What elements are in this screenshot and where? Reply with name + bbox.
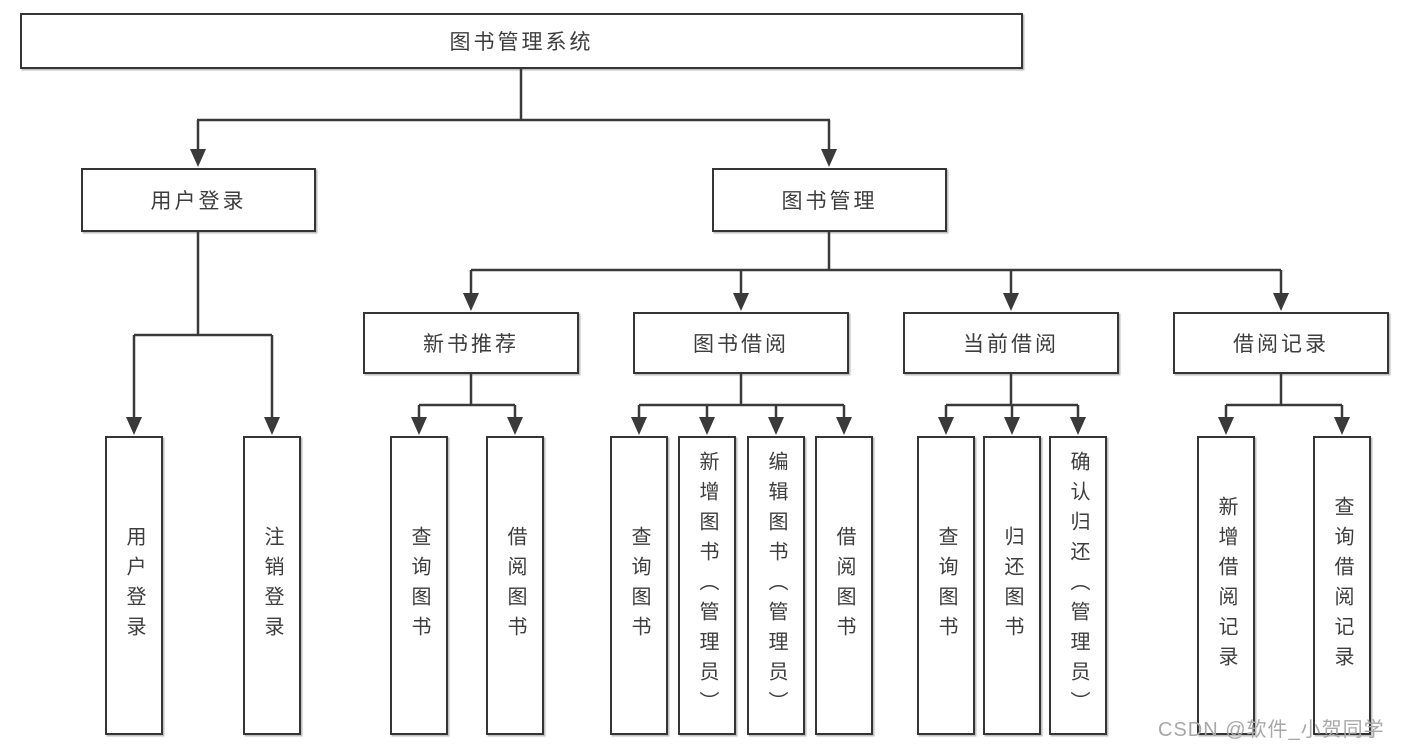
edge-new-books-to-leaves: [417, 374, 517, 418]
csdn-watermark: CSDN @软件_小贺同学: [1158, 719, 1385, 741]
edge-current-borrow-to-leaves: [944, 374, 1080, 418]
leaf-confirm-return-admin: 确认归还（管理员）: [1049, 436, 1107, 735]
leaf-user-login: 用户登录: [105, 436, 163, 735]
node-user-login-label: 用户登录: [150, 190, 247, 213]
node-book-borrowing: 图书借阅: [633, 312, 849, 374]
node-new-book-recommend-label: 新书推荐: [423, 333, 519, 356]
edge-book-borrow-to-leaves: [637, 374, 846, 418]
node-borrowing-records-label: 借阅记录: [1233, 333, 1329, 356]
node-new-book-recommend: 新书推荐: [363, 312, 579, 374]
node-library-system-label: 图书管理系统: [449, 31, 594, 54]
node-borrowing-records: 借阅记录: [1173, 312, 1389, 374]
leaf-add-borrow-record-label: 新增借阅记录: [1215, 495, 1237, 676]
leaf-query-books-current: 查询图书: [917, 436, 975, 735]
leaf-borrow-books-recommend-label: 借阅图书: [504, 525, 526, 646]
node-library-system: 图书管理系统: [20, 13, 1023, 69]
leaf-user-login-label: 用户登录: [123, 525, 145, 646]
leaf-borrow-books-borrow: 借阅图书: [815, 436, 873, 735]
edge-borrow-records-to-leaves: [1224, 374, 1344, 418]
node-book-management-label: 图书管理: [781, 190, 878, 213]
leaf-borrow-books-recommend: 借阅图书: [486, 436, 544, 735]
leaf-borrow-books-borrow-label: 借阅图书: [833, 525, 855, 646]
leaf-return-book-label: 归还图书: [1001, 525, 1023, 646]
node-user-login: 用户登录: [81, 168, 316, 232]
leaf-query-books-recommend-label: 查询图书: [408, 525, 430, 646]
leaf-edit-book-admin: 编辑图书（管理员）: [747, 436, 805, 735]
leaf-query-borrow-record: 查询借阅记录: [1313, 436, 1371, 735]
leaf-add-borrow-record: 新增借阅记录: [1197, 436, 1255, 735]
edge-book-mgmt-to-level3: [469, 232, 1283, 294]
node-book-borrowing-label: 图书借阅: [693, 333, 789, 356]
leaf-return-book: 归还图书: [983, 436, 1041, 735]
leaf-query-books-recommend: 查询图书: [390, 436, 448, 735]
leaf-logout-login: 注销登录: [243, 436, 301, 735]
edge-user-login-to-leaves: [132, 232, 274, 418]
node-current-borrowing: 当前借阅: [903, 312, 1119, 374]
leaf-query-books-current-label: 查询图书: [935, 525, 957, 646]
leaf-query-books-borrow: 查询图书: [610, 436, 668, 735]
leaf-add-book-admin: 新增图书（管理员）: [678, 436, 736, 735]
node-book-management: 图书管理: [712, 168, 947, 232]
node-current-borrowing-label: 当前借阅: [963, 333, 1059, 356]
leaf-add-book-admin-label: 新增图书（管理员）: [696, 450, 718, 721]
leaf-query-books-borrow-label: 查询图书: [628, 525, 650, 646]
edge-root-to-level2: [196, 69, 831, 150]
leaf-confirm-return-admin-label: 确认归还（管理员）: [1067, 450, 1089, 721]
leaf-edit-book-admin-label: 编辑图书（管理员）: [765, 450, 787, 721]
leaf-query-borrow-record-label: 查询借阅记录: [1331, 495, 1353, 676]
leaf-logout-login-label: 注销登录: [261, 525, 283, 646]
